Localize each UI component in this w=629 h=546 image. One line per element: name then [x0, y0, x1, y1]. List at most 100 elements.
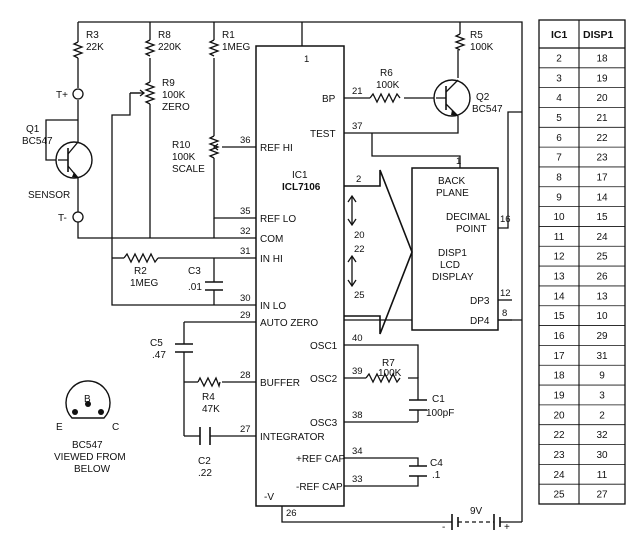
- table-cell-ic1: 20: [553, 410, 565, 421]
- ic1-chip: [255, 45, 345, 507]
- data-bus-arrow: [344, 169, 413, 335]
- table-cell-disp1: 11: [597, 470, 608, 481]
- r8-value: 220K: [158, 42, 182, 53]
- pin-20-number: 20: [354, 230, 365, 241]
- q1-note: SENSOR: [28, 190, 70, 201]
- table-cell-ic1: 8: [556, 172, 562, 183]
- pin-39-number: 39: [352, 366, 363, 377]
- c3-value: .01: [188, 282, 202, 293]
- pin-buffer-label: BUFFER: [260, 378, 300, 389]
- table-cell-disp1: 21: [596, 113, 608, 124]
- c3-ref: C3: [188, 266, 201, 277]
- pin-vminus-label: -V: [264, 492, 274, 503]
- pin-osc1-label: OSC1: [310, 341, 338, 352]
- c5-value: .47: [152, 350, 166, 361]
- r3-resistor: [72, 41, 84, 59]
- table-cell-ic1: 14: [553, 291, 565, 302]
- battery-plus: +: [504, 522, 510, 533]
- pinout-line2: BELOW: [74, 464, 111, 475]
- q2-value: BC547: [472, 104, 503, 115]
- r4-ref: R4: [202, 392, 215, 403]
- disp-backplane-1: BACK: [438, 176, 466, 187]
- c1-value: 100pF: [426, 408, 454, 419]
- r4-value: 47K: [202, 404, 220, 415]
- pin-32-number: 32: [240, 226, 251, 237]
- r7-value: 100K: [378, 368, 402, 379]
- capacitors: [175, 281, 427, 477]
- r6-ref: R6: [380, 68, 393, 79]
- table-cell-ic1: 11: [554, 232, 565, 243]
- table-cell-disp1: 9: [599, 371, 605, 382]
- pin-30-number: 30: [240, 293, 251, 304]
- q2-ref: Q2: [476, 92, 490, 103]
- table-cell-disp1: 24: [596, 232, 608, 243]
- table-cell-ic1: 6: [556, 133, 562, 144]
- pin-35-number: 35: [240, 206, 251, 217]
- table-cell-ic1: 17: [553, 351, 565, 362]
- table-cell-ic1: 10: [553, 212, 565, 223]
- r10-note: SCALE: [172, 164, 205, 175]
- pin-21-number: 21: [352, 86, 363, 97]
- table-cell-disp1: 30: [596, 450, 608, 461]
- disp-dp-1: DECIMAL: [446, 212, 491, 223]
- table-cell-ic1: 13: [553, 272, 565, 283]
- disp-backplane-2: PLANE: [436, 188, 469, 199]
- table-cell-ic1: 12: [553, 252, 565, 263]
- table-cell-disp1: 13: [596, 291, 608, 302]
- table-cell-disp1: 32: [596, 430, 608, 441]
- battery-minus: -: [442, 522, 445, 533]
- table-cell-ic1: 15: [553, 311, 565, 322]
- t-minus-terminal: [72, 211, 84, 223]
- r9-potentiometer: [144, 81, 156, 105]
- r9-note: ZERO: [162, 102, 190, 113]
- table-cell-ic1: 19: [553, 391, 565, 402]
- pin-reflo-label: REF LO: [260, 214, 296, 225]
- r10-ref: R10: [172, 140, 191, 151]
- table-cell-disp1: 17: [596, 172, 608, 183]
- r9-wiper: [130, 89, 146, 97]
- q1-ref: Q1: [26, 124, 40, 135]
- r1-ref: R1: [222, 30, 235, 41]
- table-cell-disp1: 14: [596, 192, 608, 203]
- pin-40-number: 40: [352, 333, 363, 344]
- table-cell-ic1: 4: [556, 93, 562, 104]
- disp-dp-2: POINT: [456, 224, 487, 235]
- c5-ref: C5: [150, 338, 163, 349]
- table-cell-disp1: 2: [599, 410, 605, 421]
- disp-ref: DISP1: [438, 248, 467, 259]
- r10-wiper: [212, 143, 219, 151]
- pin-31-number: 31: [240, 246, 251, 257]
- table-cell-disp1: 19: [596, 73, 608, 84]
- pin-36-number: 36: [240, 135, 251, 146]
- c1-ref: C1: [432, 394, 445, 405]
- pin-1-number: 1: [304, 54, 309, 65]
- table-cell-ic1: 23: [553, 450, 565, 461]
- pin-com-label: COM: [260, 234, 283, 245]
- r3-ref: R3: [86, 30, 99, 41]
- pin-2-number: 2: [356, 174, 361, 185]
- table-cell-disp1: 18: [596, 53, 608, 64]
- r5-ref: R5: [470, 30, 483, 41]
- disp-pin-1-number: 1: [456, 156, 461, 167]
- r7-ref: R7: [382, 358, 395, 369]
- r6-resistor: [369, 92, 401, 104]
- r10-potentiometer: [208, 135, 220, 159]
- pin-22-number: 22: [354, 244, 365, 255]
- table-cell-ic1: 7: [556, 153, 562, 164]
- r2-resistor: [123, 252, 159, 264]
- pin-37-number: 37: [352, 121, 363, 132]
- r9-value: 100K: [162, 90, 186, 101]
- r8-ref: R8: [158, 30, 171, 41]
- pin-25-number: 25: [354, 290, 365, 301]
- pin-table: [538, 19, 626, 505]
- pinout-b: B: [84, 394, 91, 405]
- ic1-part: ICL7106: [282, 182, 321, 193]
- resistors: [72, 33, 466, 389]
- disp-line2: DISPLAY: [432, 272, 474, 283]
- pin-inhi-label: IN HI: [260, 254, 283, 265]
- pin-34-number: 34: [352, 446, 363, 457]
- r1-value: 1MEG: [222, 42, 251, 53]
- q2-transistor: [433, 79, 471, 117]
- r7-resistor: [365, 372, 401, 384]
